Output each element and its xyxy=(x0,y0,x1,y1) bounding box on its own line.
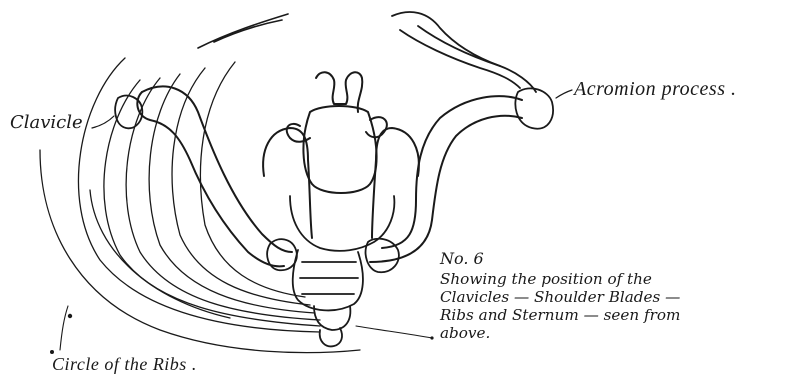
label-clavicle: Clavicle xyxy=(10,112,83,133)
caption-line-2: Clavicles — Shoulder Blades — xyxy=(440,288,790,306)
leader-sternum xyxy=(356,326,432,338)
caption-line-1: Showing the position of the xyxy=(440,270,790,288)
caption-line-3: Ribs and Sternum — seen from xyxy=(440,306,790,324)
sternal-costal-joints xyxy=(267,239,399,272)
figure-number: No. 6 xyxy=(440,250,790,268)
right-acromion xyxy=(515,88,553,128)
label-acromion-process: Acromion process . xyxy=(574,78,737,101)
right-clavicle xyxy=(370,96,522,262)
leader-ribs xyxy=(60,306,68,350)
leader-acromion xyxy=(556,90,572,98)
figure-caption: No. 6 Showing the position of the Clavic… xyxy=(440,250,790,342)
costal-arches xyxy=(263,128,419,238)
left-scapula-outline xyxy=(198,14,288,48)
left-clavicle xyxy=(137,86,292,266)
caption-line-4: above. xyxy=(440,324,790,342)
dot-sternum-leader xyxy=(430,336,433,339)
leader-clavicle xyxy=(92,116,114,128)
dot-ribs-2 xyxy=(68,314,72,318)
right-scapula-outline xyxy=(392,12,536,92)
label-circle-of-ribs: Circle of the Ribs . xyxy=(52,354,197,375)
